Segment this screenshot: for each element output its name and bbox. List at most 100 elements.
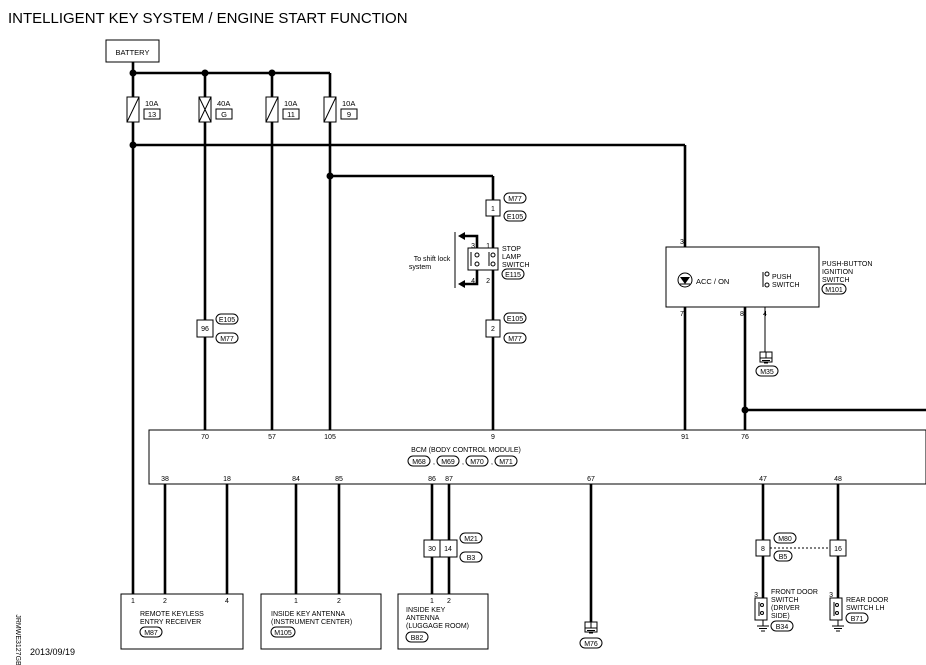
stop-lamp-connector-bottom: 2 E105 M77 (485, 312, 527, 344)
svg-text:(LUGGAGE ROOM): (LUGGAGE ROOM) (406, 623, 469, 630)
svg-text:INSIDE KEY: INSIDE KEY (406, 607, 446, 614)
inside-key-antenna-instrument: 1 2 INSIDE KEY ANTENNA (INSTRUMENT CENTE… (260, 593, 382, 650)
front-door-switch: 3 FRONT DOOR SWITCH (DRIVER SIDE) B34 (754, 589, 818, 632)
svg-text:16: 16 (834, 546, 842, 553)
stop-lamp-connector-top: 1 M77 E105 (485, 192, 527, 222)
svg-text:11: 11 (287, 110, 295, 119)
svg-text:8: 8 (740, 311, 744, 318)
svg-text:B71: B71 (851, 616, 864, 623)
svg-text:10A: 10A (284, 99, 297, 108)
svg-text:30: 30 (428, 546, 436, 553)
svg-text:ENTRY RECEIVER: ENTRY RECEIVER (140, 619, 201, 626)
svg-text:2: 2 (486, 278, 490, 285)
svg-text:E105: E105 (507, 316, 523, 323)
svg-text:ANTENNA: ANTENNA (406, 615, 440, 622)
svg-text:2: 2 (337, 598, 341, 605)
fuse-13: 10A 13 (126, 96, 161, 123)
svg-text:M76: M76 (584, 641, 598, 648)
svg-text:M101: M101 (825, 287, 843, 294)
svg-text:B5: B5 (779, 554, 788, 561)
svg-text:SWITCH: SWITCH (822, 277, 850, 284)
svg-text:3: 3 (829, 592, 833, 599)
svg-text:M105: M105 (274, 630, 292, 637)
svg-text:M70: M70 (470, 459, 484, 466)
push-button-ignition-switch: 3 7 8 4 ACC / ON PUSH SWITCH PUSH-BUTTON… (665, 239, 872, 318)
circuit-wires (129, 122, 926, 622)
svg-text:FRONT DOOR: FRONT DOOR (771, 589, 818, 596)
svg-text:1: 1 (294, 598, 298, 605)
battery-label: BATTERY (116, 48, 150, 57)
stop-lamp-switch: 3 1 4 2 To shift lock system STOP LAMP S… (409, 232, 530, 288)
svg-text:M77: M77 (508, 196, 522, 203)
svg-text:M35: M35 (760, 369, 774, 376)
fuse-11: 10A 11 (265, 96, 300, 123)
svg-text:M69: M69 (441, 459, 455, 466)
svg-text:M21: M21 (464, 536, 478, 543)
svg-text:1: 1 (131, 598, 135, 605)
inside-key-antenna-luggage: 1 2 INSIDE KEY ANTENNA (LUGGAGE ROOM) B8… (397, 593, 489, 650)
ground-m76: M76 (579, 621, 603, 649)
svg-text:LAMP: LAMP (502, 254, 521, 261)
connector-96: 96 E105 M77 (196, 313, 239, 344)
svg-text:To shift lock: To shift lock (414, 256, 451, 263)
svg-text:3: 3 (754, 592, 758, 599)
svg-text:1: 1 (486, 243, 490, 250)
svg-text:G: G (221, 110, 227, 119)
svg-text:,: , (462, 459, 464, 466)
svg-text:B34: B34 (776, 624, 789, 631)
svg-text:STOP: STOP (502, 246, 521, 253)
svg-text:2: 2 (163, 598, 167, 605)
svg-text:BCM (BODY CONTROL MODULE): BCM (BODY CONTROL MODULE) (411, 447, 521, 454)
bcm-module: 70 57 105 9 91 76 BCM (BODY CONTROL MODU… (148, 429, 926, 485)
remote-keyless-entry-receiver: 1 2 4 REMOTE KEYLESS ENTRY RECEIVER M87 (120, 593, 244, 650)
svg-text:84: 84 (292, 476, 300, 483)
svg-text:E115: E115 (505, 272, 521, 279)
svg-text:10A: 10A (342, 99, 355, 108)
svg-text:57: 57 (268, 434, 276, 441)
svg-text:2: 2 (491, 326, 495, 333)
svg-text:SIDE): SIDE) (771, 613, 790, 620)
svg-text:,: , (433, 459, 435, 466)
svg-text:3: 3 (680, 239, 684, 246)
svg-text:M80: M80 (778, 536, 792, 543)
fuse-9: 10A 9 (323, 96, 358, 123)
ground-m35: M35 (755, 351, 779, 377)
svg-text:14: 14 (444, 546, 452, 553)
svg-text:8: 8 (761, 546, 765, 553)
svg-text:18: 18 (223, 476, 231, 483)
svg-text:M77: M77 (220, 336, 234, 343)
svg-text:87: 87 (445, 476, 453, 483)
date-stamp: 2013/09/19 (30, 647, 75, 657)
svg-text:ACC / ON: ACC / ON (696, 277, 729, 286)
svg-text:7: 7 (680, 311, 684, 318)
svg-text:76: 76 (741, 434, 749, 441)
svg-text:IGNITION: IGNITION (822, 269, 853, 276)
svg-text:SWITCH: SWITCH (502, 262, 530, 269)
diagram-title: INTELLIGENT KEY SYSTEM / ENGINE START FU… (8, 10, 408, 27)
fuse-g: 40A G (198, 96, 233, 123)
svg-text:PUSH: PUSH (772, 274, 791, 281)
rear-door-switch-lh: 3 REAR DOOR SWITCH LH B71 (829, 592, 888, 632)
svg-text:4: 4 (471, 278, 475, 285)
svg-text:B82: B82 (411, 635, 424, 642)
svg-text:3: 3 (471, 243, 475, 250)
connector-30-14: 30 14 M21 B3 (423, 532, 483, 563)
svg-text:38: 38 (161, 476, 169, 483)
connector-8-16: 8 16 M80 B5 (755, 532, 847, 562)
svg-text:1: 1 (491, 206, 495, 213)
svg-text:40A: 40A (217, 99, 230, 108)
svg-text:91: 91 (681, 434, 689, 441)
svg-text:4: 4 (763, 311, 767, 318)
svg-text:INSIDE KEY ANTENNA: INSIDE KEY ANTENNA (271, 611, 346, 618)
svg-text:SWITCH LH: SWITCH LH (846, 605, 885, 612)
svg-text:E105: E105 (219, 317, 235, 324)
svg-text:9: 9 (491, 434, 495, 441)
svg-text:4: 4 (225, 598, 229, 605)
svg-text:67: 67 (587, 476, 595, 483)
svg-text:85: 85 (335, 476, 343, 483)
svg-text:SWITCH: SWITCH (772, 282, 800, 289)
svg-text:E105: E105 (507, 214, 523, 221)
svg-text:M71: M71 (499, 459, 513, 466)
svg-text:(DRIVER: (DRIVER (771, 605, 800, 612)
